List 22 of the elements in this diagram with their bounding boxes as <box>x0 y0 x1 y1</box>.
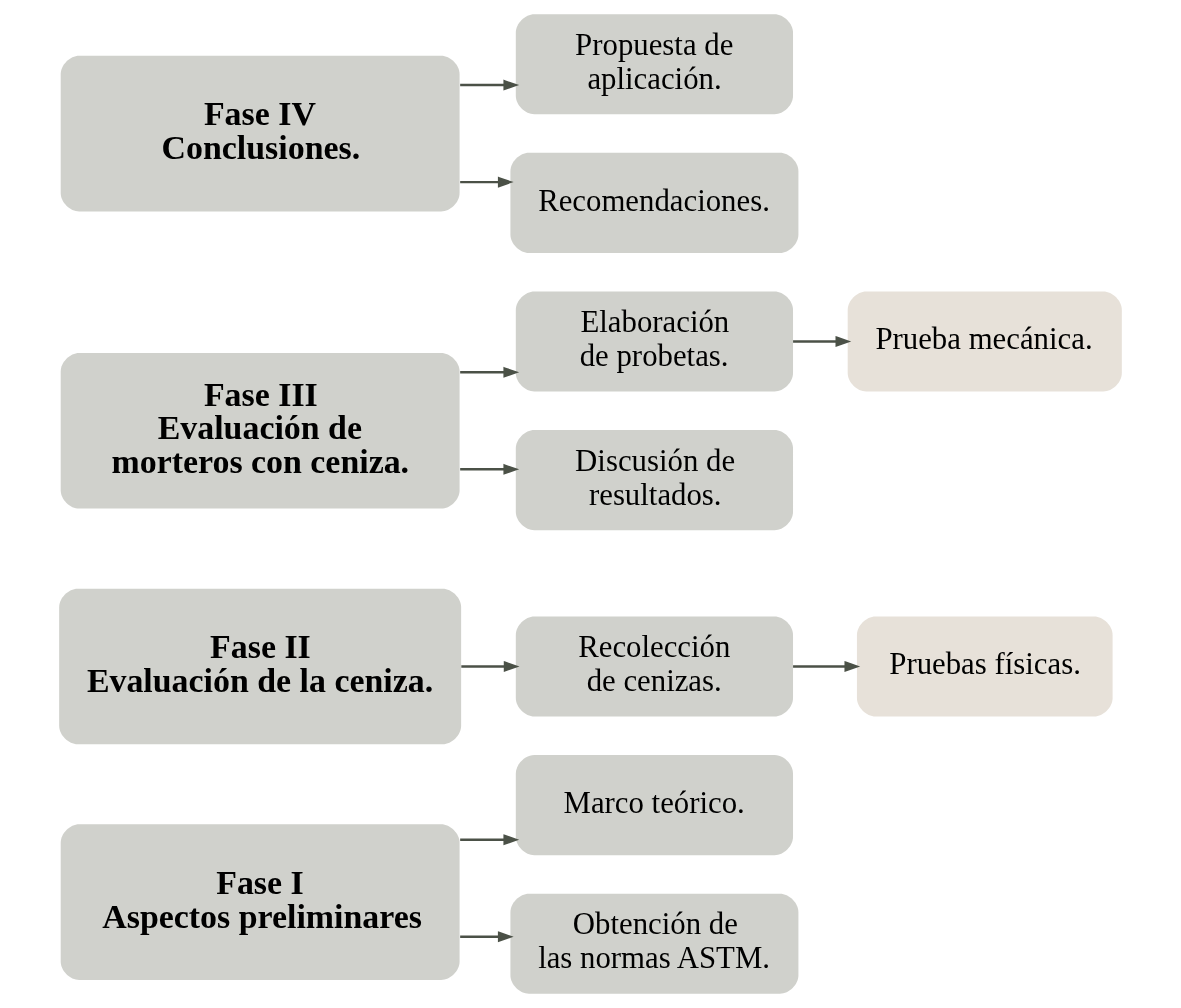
arrow <box>460 834 520 846</box>
arrow <box>461 660 520 672</box>
node-box: Recolección de cenizas. <box>515 616 794 717</box>
arrow <box>460 463 520 475</box>
node-box: Marco teórico. <box>515 755 794 856</box>
node-box: Obtención de las normas ASTM. <box>510 893 799 994</box>
node-box: Pruebas físicas. <box>856 616 1113 717</box>
arrow <box>460 176 514 188</box>
node-box: Recomendaciones. <box>510 152 799 253</box>
arrow <box>460 931 514 943</box>
arrow <box>460 79 520 91</box>
node-box: Prueba mecánica. <box>847 291 1122 392</box>
node-box: Fase II Evaluación de la ceniza. <box>59 588 462 745</box>
node-box: Fase III Evaluación de morteros con ceniza. <box>60 353 460 509</box>
node-box: Elaboración de probetas. <box>515 291 794 392</box>
node-box: Propuesta de aplicación. <box>515 14 794 115</box>
arrow <box>793 660 861 672</box>
node-box: Discusión de resultados. <box>515 430 794 531</box>
arrow <box>460 366 520 378</box>
arrow <box>793 336 852 348</box>
node-box: Fase IV Conclusiones. <box>60 55 460 212</box>
node-box: Fase I Aspectos preliminares <box>60 824 460 980</box>
